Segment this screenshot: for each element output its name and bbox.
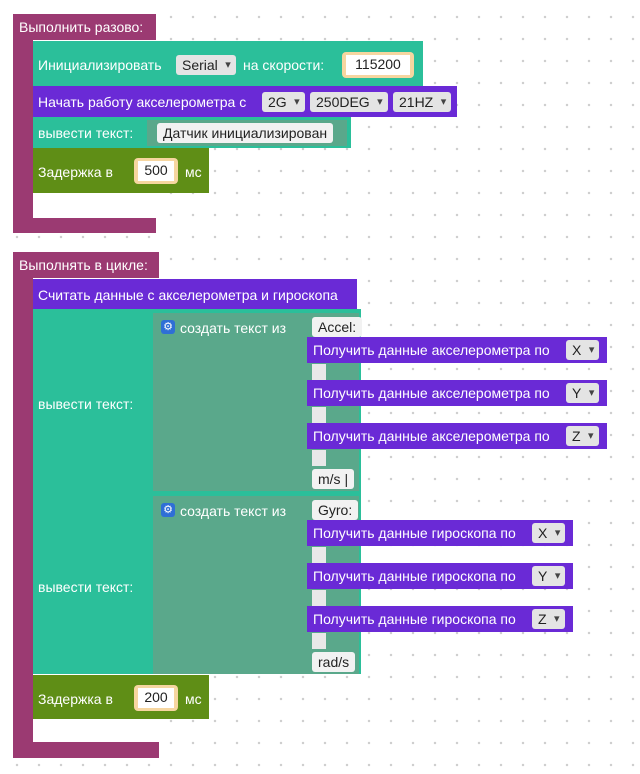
accel-get-y-label: Получить данные акселерометра по xyxy=(313,385,550,401)
loop-delay-value[interactable]: 200 xyxy=(138,688,174,708)
loop-delay-field[interactable]: 200 xyxy=(134,685,178,711)
read-sensors-label: Считать данные с акселерометра и гироско… xyxy=(38,287,338,303)
accel-get-z-block[interactable] xyxy=(307,423,607,449)
print-gyro-label: вывести текст: xyxy=(38,579,134,595)
gyro-range-dropdown[interactable]: 250DEG xyxy=(310,92,388,112)
delay-block[interactable] xyxy=(33,148,209,193)
baud-rate-value[interactable]: 115200 xyxy=(346,55,410,75)
text-literal-value[interactable]: Датчик инициализирован xyxy=(157,123,334,143)
gear-icon[interactable]: ⚙ xyxy=(161,503,175,517)
loop-delay-block[interactable] xyxy=(33,675,209,719)
gyro-axis-z-dropdown[interactable]: Z xyxy=(532,609,565,629)
accel-get-z-label: Получить данные акселерометра по xyxy=(313,428,550,444)
create-text-gyro-label: создать текст из xyxy=(180,503,287,519)
gyro-get-y-block[interactable] xyxy=(307,563,573,589)
accel-start-label: Начать работу акселерометра с xyxy=(38,94,247,110)
create-text-accel-label: создать текст из xyxy=(180,320,287,336)
empty-slot[interactable] xyxy=(312,590,326,606)
gyro-get-y-label: Получить данные гироскопа по xyxy=(313,568,516,584)
print-text-label: вывести текст: xyxy=(38,125,134,141)
accel-axis-z-dropdown[interactable]: Z xyxy=(566,426,599,446)
frequency-dropdown[interactable]: 21HZ xyxy=(393,92,452,112)
gyro-get-x-label: Получить данные гироскопа по xyxy=(313,525,516,541)
delay-unit: мс xyxy=(185,164,202,180)
print-accel-label: вывести текст: xyxy=(38,396,134,412)
init-serial-label: Инициализировать xyxy=(38,57,162,73)
accel-get-x-label: Получить данные акселерометра по xyxy=(313,342,550,358)
gyro-get-z-block[interactable] xyxy=(307,606,573,632)
accel-range-dropdown[interactable]: 2G xyxy=(262,92,305,112)
loop-header: Выполнять в цикле: xyxy=(19,257,148,273)
accel-axis-y-dropdown[interactable]: Y xyxy=(566,383,600,403)
delay-value[interactable]: 500 xyxy=(138,161,174,181)
delay-field[interactable]: 500 xyxy=(134,158,178,184)
read-sensors-block[interactable] xyxy=(33,279,357,309)
accel-get-x-block[interactable] xyxy=(307,337,607,363)
speed-label: на скорости: xyxy=(243,57,325,73)
gear-icon[interactable]: ⚙ xyxy=(161,320,175,334)
gyro-get-x-block[interactable] xyxy=(307,520,573,546)
loop-delay-unit: мс xyxy=(185,691,202,707)
empty-slot[interactable] xyxy=(312,633,326,649)
serial-port-dropdown[interactable]: Serial xyxy=(176,55,236,75)
empty-slot[interactable] xyxy=(312,450,326,466)
accel-get-y-block[interactable] xyxy=(307,380,607,406)
gyro-axis-y-dropdown[interactable]: Y xyxy=(532,566,566,586)
gyro-get-z-label: Получить данные гироскопа по xyxy=(313,611,516,627)
empty-slot[interactable] xyxy=(312,407,326,423)
accel-axis-x-dropdown[interactable]: X xyxy=(566,340,600,360)
baud-rate-field[interactable]: 115200 xyxy=(342,52,414,78)
empty-slot[interactable] xyxy=(312,547,326,563)
gyro-unit-text[interactable]: rad/s xyxy=(312,652,356,672)
accel-prefix-text[interactable]: Accel: xyxy=(312,317,363,337)
gyro-prefix-text[interactable]: Gyro: xyxy=(312,500,359,520)
empty-slot[interactable] xyxy=(312,364,326,380)
loop-delay-label: Задержка в xyxy=(38,691,113,707)
accel-unit-text[interactable]: m/s | xyxy=(312,469,355,489)
delay-label: Задержка в xyxy=(38,164,113,180)
run-once-header: Выполнить разово: xyxy=(19,19,144,35)
gyro-axis-x-dropdown[interactable]: X xyxy=(532,523,566,543)
